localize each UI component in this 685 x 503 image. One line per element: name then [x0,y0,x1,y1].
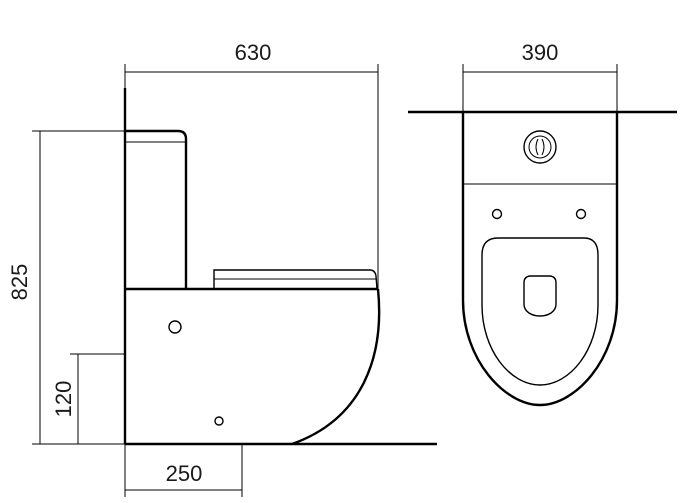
seat-inner-outline [481,237,599,386]
side-view: 630 825 120 250 [7,40,437,497]
flush-button-icon [523,130,557,164]
inlet-hole [168,320,182,334]
dimension-390-label: 390 [522,40,559,65]
top-bowl-outline [461,112,619,407]
dimension-390: 390 [462,40,618,112]
dimension-250-label: 250 [166,461,203,486]
bowl-body [291,288,381,446]
dimension-825: 825 [7,130,125,445]
drain-opening [523,275,557,317]
seat-lid [213,269,378,290]
dimension-630-label: 630 [235,40,272,65]
dimension-630: 630 [124,40,379,289]
dimension-120-label: 120 [51,381,76,418]
cistern-tank [125,129,188,289]
dimension-825-label: 825 [7,264,32,301]
top-view: 390 [408,40,677,407]
dimension-120: 120 [51,353,125,444]
fixing-hole-left [491,208,503,220]
dimension-250: 250 [124,444,243,497]
bolt-hole [214,416,224,426]
fixing-hole-right [575,208,587,220]
